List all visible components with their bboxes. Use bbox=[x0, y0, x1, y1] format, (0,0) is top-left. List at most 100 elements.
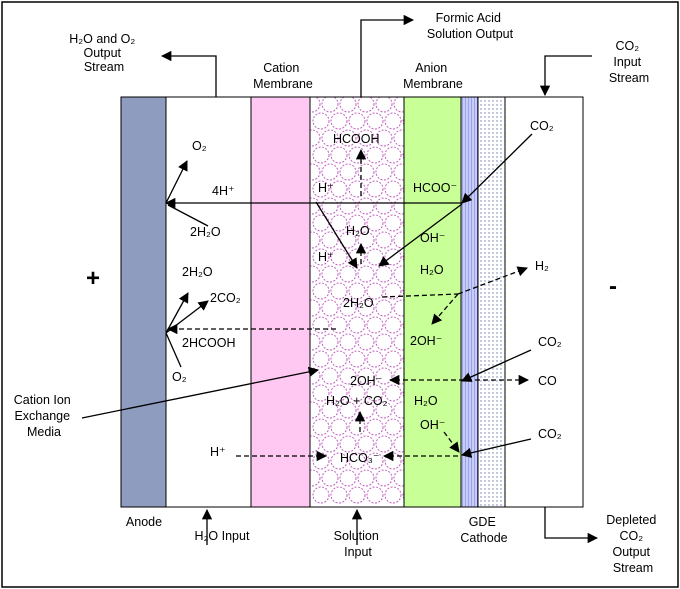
cation-membrane-label: Cation Membrane bbox=[253, 61, 313, 91]
media-bead bbox=[402, 218, 404, 228]
depleted-output-label: Depleted CO₂ Output Stream bbox=[606, 513, 660, 575]
media-bead bbox=[330, 452, 348, 470]
media-bead bbox=[366, 384, 384, 402]
gde-cathode-label: GDE Cathode bbox=[460, 515, 507, 545]
media-bead bbox=[310, 333, 321, 351]
species-h2o-co2: H₂O + CO₂ bbox=[326, 394, 388, 408]
media-bead bbox=[321, 299, 339, 317]
co2-input-label: CO₂ Input Stream bbox=[609, 39, 649, 85]
media-bead bbox=[357, 333, 375, 351]
media-bead bbox=[310, 197, 321, 215]
media-bead bbox=[312, 180, 330, 198]
media-bead bbox=[321, 163, 339, 181]
media-bead bbox=[384, 486, 402, 504]
media-bead bbox=[321, 231, 339, 249]
species-4h: 4H⁺ bbox=[212, 184, 235, 198]
media-bead bbox=[310, 299, 321, 317]
media-bead bbox=[312, 452, 330, 470]
h2o-o2-output-arrow bbox=[160, 50, 217, 97]
media-bead bbox=[366, 282, 384, 300]
media-bead bbox=[310, 97, 321, 113]
media-bead bbox=[348, 282, 366, 300]
media-bead bbox=[375, 163, 393, 181]
media-bead bbox=[384, 112, 402, 130]
media-bead bbox=[321, 435, 339, 453]
media-bead bbox=[348, 180, 366, 198]
media-bead bbox=[321, 129, 339, 147]
species-oh-anion-low: OH⁻ bbox=[420, 418, 445, 432]
media-bead bbox=[375, 231, 393, 249]
formic-output-label: Formic Acid Solution Output bbox=[427, 11, 514, 41]
media-bead bbox=[330, 350, 348, 368]
media-bead bbox=[402, 116, 404, 126]
media-bead bbox=[393, 401, 404, 419]
media-bead bbox=[375, 197, 393, 215]
media-bead bbox=[402, 184, 404, 194]
media-bead bbox=[357, 265, 375, 283]
h2o-o2-output-label: H₂O and O₂ Output Stream bbox=[69, 32, 138, 74]
media-bead bbox=[384, 418, 402, 436]
species-2oh-center: 2OH⁻ bbox=[350, 374, 382, 388]
media-bead bbox=[393, 197, 404, 215]
media-bead bbox=[310, 469, 321, 487]
depleted-output-arrow bbox=[544, 507, 599, 544]
cation-exchange-media-label: Cation Ion Exchange Media bbox=[14, 393, 74, 439]
media-bead bbox=[393, 299, 404, 317]
media-bead bbox=[312, 384, 330, 402]
media-bead bbox=[402, 354, 404, 364]
media-bead bbox=[375, 265, 393, 283]
media-bead bbox=[402, 286, 404, 296]
media-bead bbox=[384, 350, 402, 368]
media-bead bbox=[393, 435, 404, 453]
species-labels: O₂ 4H⁺ 2H₂O 2H₂O 2CO₂ 2HCOOH O₂ H⁺ HCOOH… bbox=[172, 119, 562, 465]
media-bead bbox=[357, 197, 375, 215]
species-co2-right-top: CO₂ bbox=[530, 119, 554, 133]
media-bead bbox=[330, 486, 348, 504]
catholyte-chamber bbox=[504, 96, 584, 508]
media-bead bbox=[312, 282, 330, 300]
media-bead bbox=[321, 197, 339, 215]
species-hcooh: HCOOH bbox=[333, 132, 380, 146]
media-bead bbox=[310, 435, 321, 453]
media-bead bbox=[402, 320, 404, 330]
media-bead bbox=[384, 316, 402, 334]
media-bead bbox=[330, 282, 348, 300]
species-hcoo: HCOO⁻ bbox=[413, 181, 457, 195]
media-bead bbox=[357, 299, 375, 317]
media-bead bbox=[312, 248, 330, 266]
anion-membrane-label: Anion Membrane bbox=[403, 61, 463, 91]
media-bead bbox=[339, 401, 357, 419]
media-bead bbox=[393, 333, 404, 351]
media-bead bbox=[393, 129, 404, 147]
media-bead bbox=[384, 214, 402, 232]
media-bead bbox=[339, 367, 357, 385]
media-bead bbox=[366, 146, 384, 164]
gde-catalyst-layer bbox=[460, 96, 479, 508]
media-bead bbox=[348, 486, 366, 504]
species-h-plus-b: H⁺ bbox=[318, 250, 334, 264]
anode-layer bbox=[120, 96, 167, 508]
media-bead bbox=[348, 418, 366, 436]
media-bead bbox=[321, 97, 339, 113]
media-bead bbox=[330, 316, 348, 334]
media-bead bbox=[375, 401, 393, 419]
species-hco3: HCO₃⁻ bbox=[340, 451, 379, 465]
media-bead bbox=[348, 112, 366, 130]
minus-sign: - bbox=[609, 273, 617, 300]
media-bead bbox=[348, 384, 366, 402]
media-bead bbox=[357, 469, 375, 487]
media-bead bbox=[310, 129, 321, 147]
solid-reaction-arrows bbox=[164, 133, 533, 458]
media-bead bbox=[312, 418, 330, 436]
species-h2o-anion: H₂O bbox=[420, 263, 444, 277]
media-bead bbox=[321, 469, 339, 487]
media-bead bbox=[366, 418, 384, 436]
anion-membrane-layer bbox=[403, 96, 462, 508]
species-h2: H₂ bbox=[535, 259, 549, 273]
media-bead bbox=[375, 129, 393, 147]
media-bead bbox=[339, 197, 357, 215]
media-bead bbox=[384, 146, 402, 164]
media-bead bbox=[402, 252, 404, 262]
media-bead bbox=[330, 112, 348, 130]
media-bead bbox=[310, 231, 321, 249]
